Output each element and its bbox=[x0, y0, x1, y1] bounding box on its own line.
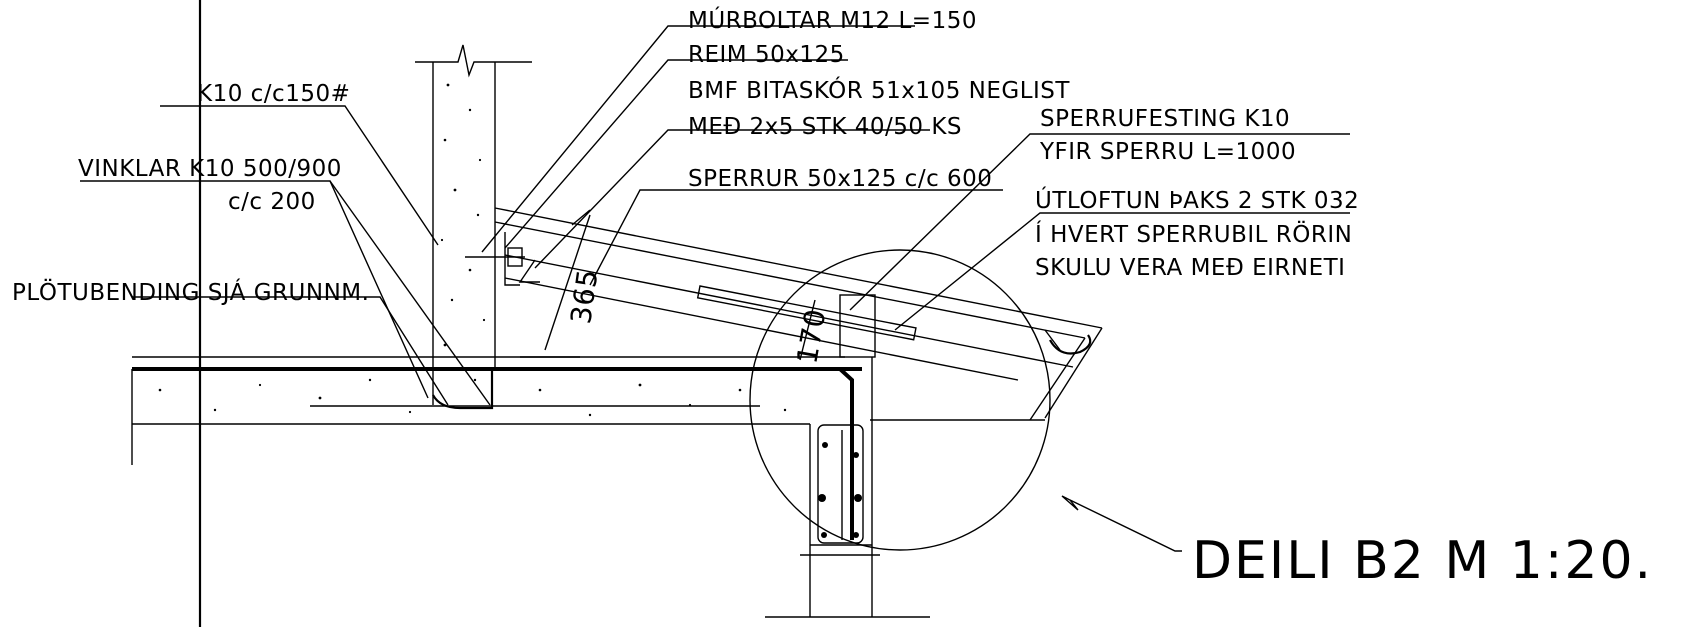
label-bitaskor: BMF BITASKÓR 51x105 NEGLIST bbox=[688, 76, 1070, 104]
detail-circle bbox=[749, 249, 1051, 551]
label-sperrur: SPERRUR 50x125 c/c 600 bbox=[688, 166, 992, 192]
concrete-wall bbox=[415, 44, 532, 410]
label-murboltar: MÚRBOLTAR M12 L=150 bbox=[688, 6, 977, 34]
label-plotubending: PLÖTUBENDING SJÁ GRUNNM. bbox=[12, 278, 369, 306]
rafter bbox=[494, 207, 1103, 421]
label-yfir-sperru: YFIR SPERRU L=1000 bbox=[1039, 139, 1296, 165]
label-k10: K10 c/c150# bbox=[197, 81, 350, 107]
drawing-title: DEILI B2 M 1:20. bbox=[1192, 531, 1653, 591]
concrete-stipple bbox=[158, 83, 787, 417]
concrete-slab bbox=[131, 356, 930, 618]
label-sperrufesting: SPERRUFESTING K10 bbox=[1040, 106, 1290, 132]
label-med: MEÐ 2x5 STK 40/50 KS bbox=[688, 114, 962, 140]
label-utloftun-1: ÚTLOFTUN ÞAKS 2 STK 032 bbox=[1035, 186, 1359, 214]
dimension-365: 365 bbox=[520, 209, 605, 358]
leader-lines bbox=[80, 25, 1350, 552]
label-utloftun-2: Í HVERT SPERRUBIL RÖRIN bbox=[1035, 220, 1352, 248]
label-vinklar-cc: c/c 200 bbox=[228, 189, 316, 215]
label-reim: REIM 50x125 bbox=[688, 42, 845, 68]
anchor-bolt bbox=[465, 247, 540, 283]
label-utloftun-3: SKULU VERA MEÐ EIRNETI bbox=[1035, 255, 1345, 281]
edge-beam bbox=[817, 424, 864, 544]
dim-365-text: 365 bbox=[564, 267, 604, 326]
label-vinklar: VINKLAR K10 500/900 bbox=[78, 156, 342, 182]
